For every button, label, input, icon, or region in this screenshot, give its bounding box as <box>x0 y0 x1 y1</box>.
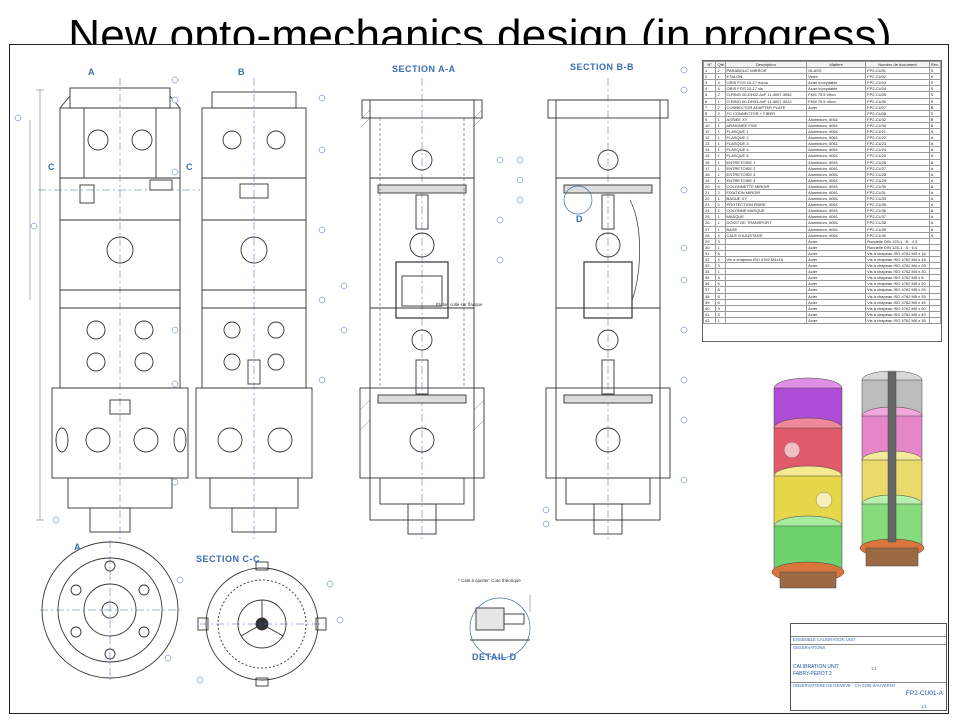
bom-cell: 42 <box>703 316 717 325</box>
bom-header-cell: Rév. <box>928 61 941 69</box>
view-a-label: A <box>88 67 95 77</box>
detail-d-label: DETAIL D <box>472 652 517 662</box>
cut-c-right-label: C <box>186 162 193 172</box>
title-block-unit-name: CALIBRATION UNIT <box>793 664 840 670</box>
bom-cell: Aluminium, 6061 <box>806 219 867 227</box>
section-cc-label: SECTION C-C <box>196 554 260 564</box>
title-block-sheet: 1/1 <box>921 704 927 709</box>
bom-cell: Aluminium, 6061 <box>806 152 867 160</box>
bom-cell: Acier <box>806 316 867 325</box>
cut-c-left-label: C <box>48 162 55 172</box>
view-a-plan <box>40 540 180 680</box>
bom-cell: Vis à chapeau ISO 4762 M5 x 45 <box>865 298 930 306</box>
bom-cell: Aluminium, 6061 <box>806 121 867 130</box>
section-bb <box>545 78 671 540</box>
bom-cell: Vis à chapeau ISO 4762 M6 x 40 <box>865 310 930 318</box>
bom-cell: Aluminium, 6061 <box>806 195 867 203</box>
title-block: ENSEMBLE CALIBRATION UNIT OBSERVATIONS C… <box>790 623 947 711</box>
section-aa-hatch <box>359 109 485 431</box>
bom-cell: Vis à chapeau ISO 4762 M4 x 25 <box>865 262 930 270</box>
title-block-org: OBSERVATOIRE DE GENEVE · CH-1290 SAUVERN… <box>791 682 946 689</box>
view-b-elevation <box>195 78 313 540</box>
bom-cell: Aluminium, 6061 <box>806 182 867 190</box>
title-block-assembly: ENSEMBLE CALIBRATION UNIT <box>791 636 946 643</box>
title-block-observations: OBSERVATIONS <box>791 644 946 662</box>
bom-cell: Aluminium, 6061 <box>806 128 867 136</box>
section-cc <box>197 561 327 687</box>
bom-cell: Aluminium, 6061 <box>806 140 867 148</box>
section-aa-label: SECTION A-A <box>392 64 456 74</box>
adjust-note: * Cale à ajuster: Cote théorique <box>458 578 521 583</box>
detail-marker-label: D <box>576 214 583 224</box>
bom-cell <box>724 316 808 325</box>
detail-d <box>469 595 531 659</box>
bom-header-cell: Qté <box>715 61 726 69</box>
bom-cell: Aluminium, 6061 <box>806 201 867 209</box>
bom-cell: Aluminium, 6061 <box>806 134 867 142</box>
bom-cell: Aluminium, 6061 <box>806 176 867 184</box>
balloon-callouts <box>14 66 688 684</box>
title-block-doc-id: FP2-CU01-A <box>905 690 943 697</box>
bom-cell: Aluminium, 6061 <box>806 207 867 215</box>
section-bb-label: SECTION B-B <box>570 62 634 72</box>
bom-cell: Vis à chapeau ISO 4762 M4 x 30 <box>865 268 930 276</box>
bom-cell: Vis à chapeau ISO 4762 M5 x 50 <box>865 304 930 312</box>
bom-cell: 1 <box>715 316 726 325</box>
title-block-project: FABRY-PEROT 2 <box>793 671 832 677</box>
bom-cell: Aluminium, 6061 <box>806 231 867 239</box>
bom-cell: Aluminium, 6061 <box>806 164 867 172</box>
bom-cell: Vis à chapeau ISO 4762 M3 x 16 <box>865 249 930 258</box>
bom-cell: Acier inoxydable <box>806 79 867 87</box>
bom-cell: Aluminium, 6061 <box>806 170 867 178</box>
bom-cell: Vis à chapeau ISO 4762 M5 x 25 <box>865 286 930 294</box>
bom-cell: Vis à chapeau ISO 4762 M5 x 35 <box>865 292 930 300</box>
bom-cell: Vis à chapeau ISO 4762 M5 x 20 <box>865 280 930 288</box>
bom-cell: Acier inoxydable <box>806 85 867 93</box>
section-aa <box>359 78 485 540</box>
bom-cell: Aluminium, 6061 <box>806 225 867 233</box>
bom-cell: Vis à chapeau ISO 4762 M4 x 16 <box>865 255 930 264</box>
view-a-elevation <box>29 78 200 540</box>
glue-note: Etalon collé sur flasque <box>436 302 483 307</box>
bom-cell: Vis à chapeau ISO 4762 M6 x 35 <box>865 316 930 325</box>
bom-cell: Aluminium, 6061 <box>806 115 867 123</box>
render-3d <box>771 370 925 589</box>
bom-cell: Aluminium, 6061 <box>806 146 867 154</box>
title-block-scale: 1:1 <box>871 666 877 671</box>
view-a-plan-label: A <box>74 542 81 552</box>
bom-cell: Aluminium, 6061 <box>806 213 867 221</box>
bom-cell: Aluminium, 6061 <box>806 158 867 166</box>
bom-header-cell: Matière <box>806 61 867 69</box>
bom-header-cell: N° <box>703 61 717 69</box>
bom-cell <box>928 316 941 325</box>
bom-cell: Vis à chapeau ISO 4762 M5 x 8 <box>865 274 930 282</box>
view-b-label: B <box>238 67 245 77</box>
bom-cell: Aluminium, 6061 <box>806 188 867 197</box>
